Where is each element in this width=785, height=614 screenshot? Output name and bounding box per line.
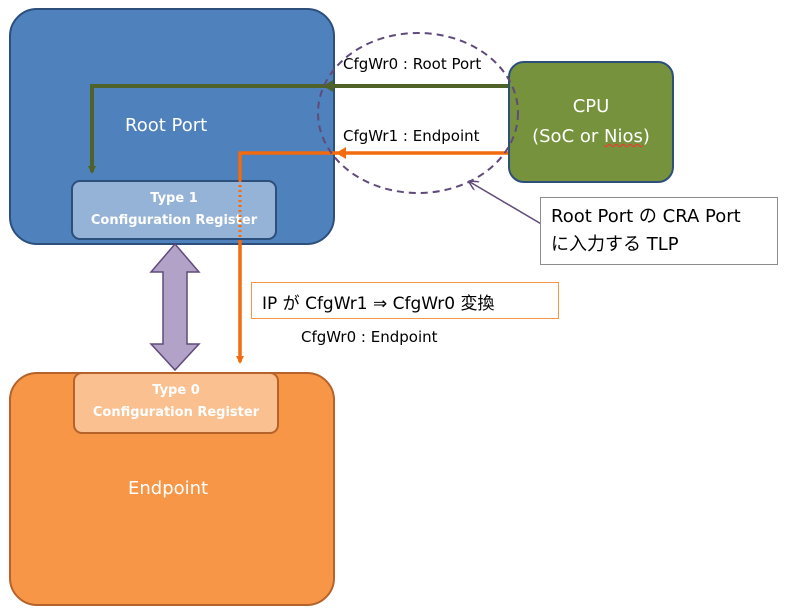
- cfgwr1-endpoint-label: CfgWr1 : Endpoint: [343, 127, 480, 145]
- cfgwr0-endpoint-label: CfgWr0 : Endpoint: [301, 328, 438, 346]
- tlp-dashed-circle: [317, 32, 519, 194]
- cpu-block: CPU (SoC or Nios): [508, 61, 674, 183]
- cpu-title: CPU: [572, 96, 610, 117]
- endpoint-label: Endpoint: [128, 478, 209, 499]
- tlp-callout: Root Port の CRA Port に入力する TLP: [540, 197, 778, 265]
- cfgwr1-endpoint-arrow: [238, 151, 508, 180]
- callout-line2: に入力する TLP: [551, 234, 679, 255]
- cfgwr0-rootport-arrow: [88, 84, 508, 174]
- type1-subtitle: Configuration Register: [90, 213, 258, 228]
- cfgwr0-rootport-label: CfgWr0 : Root Port: [343, 55, 482, 73]
- root-port-label: Root Port: [125, 115, 208, 136]
- type0-config-register: Type 0 Configuration Register: [73, 372, 279, 434]
- type1-config-register: Type 1 Configuration Register: [71, 180, 277, 240]
- conversion-note: IP が CfgWr1 ⇒ CfgWr0 変換: [251, 282, 559, 319]
- type0-subtitle: Configuration Register: [92, 405, 260, 420]
- type0-title: Type 0: [152, 383, 200, 398]
- double-arrow: [149, 242, 201, 372]
- cpu-subtitle: (SoC or Nios): [532, 126, 650, 147]
- callout-line1: Root Port の CRA Port: [551, 206, 741, 227]
- cfgwr1-arrowhead: [336, 147, 346, 159]
- type1-title: Type 1: [150, 191, 198, 206]
